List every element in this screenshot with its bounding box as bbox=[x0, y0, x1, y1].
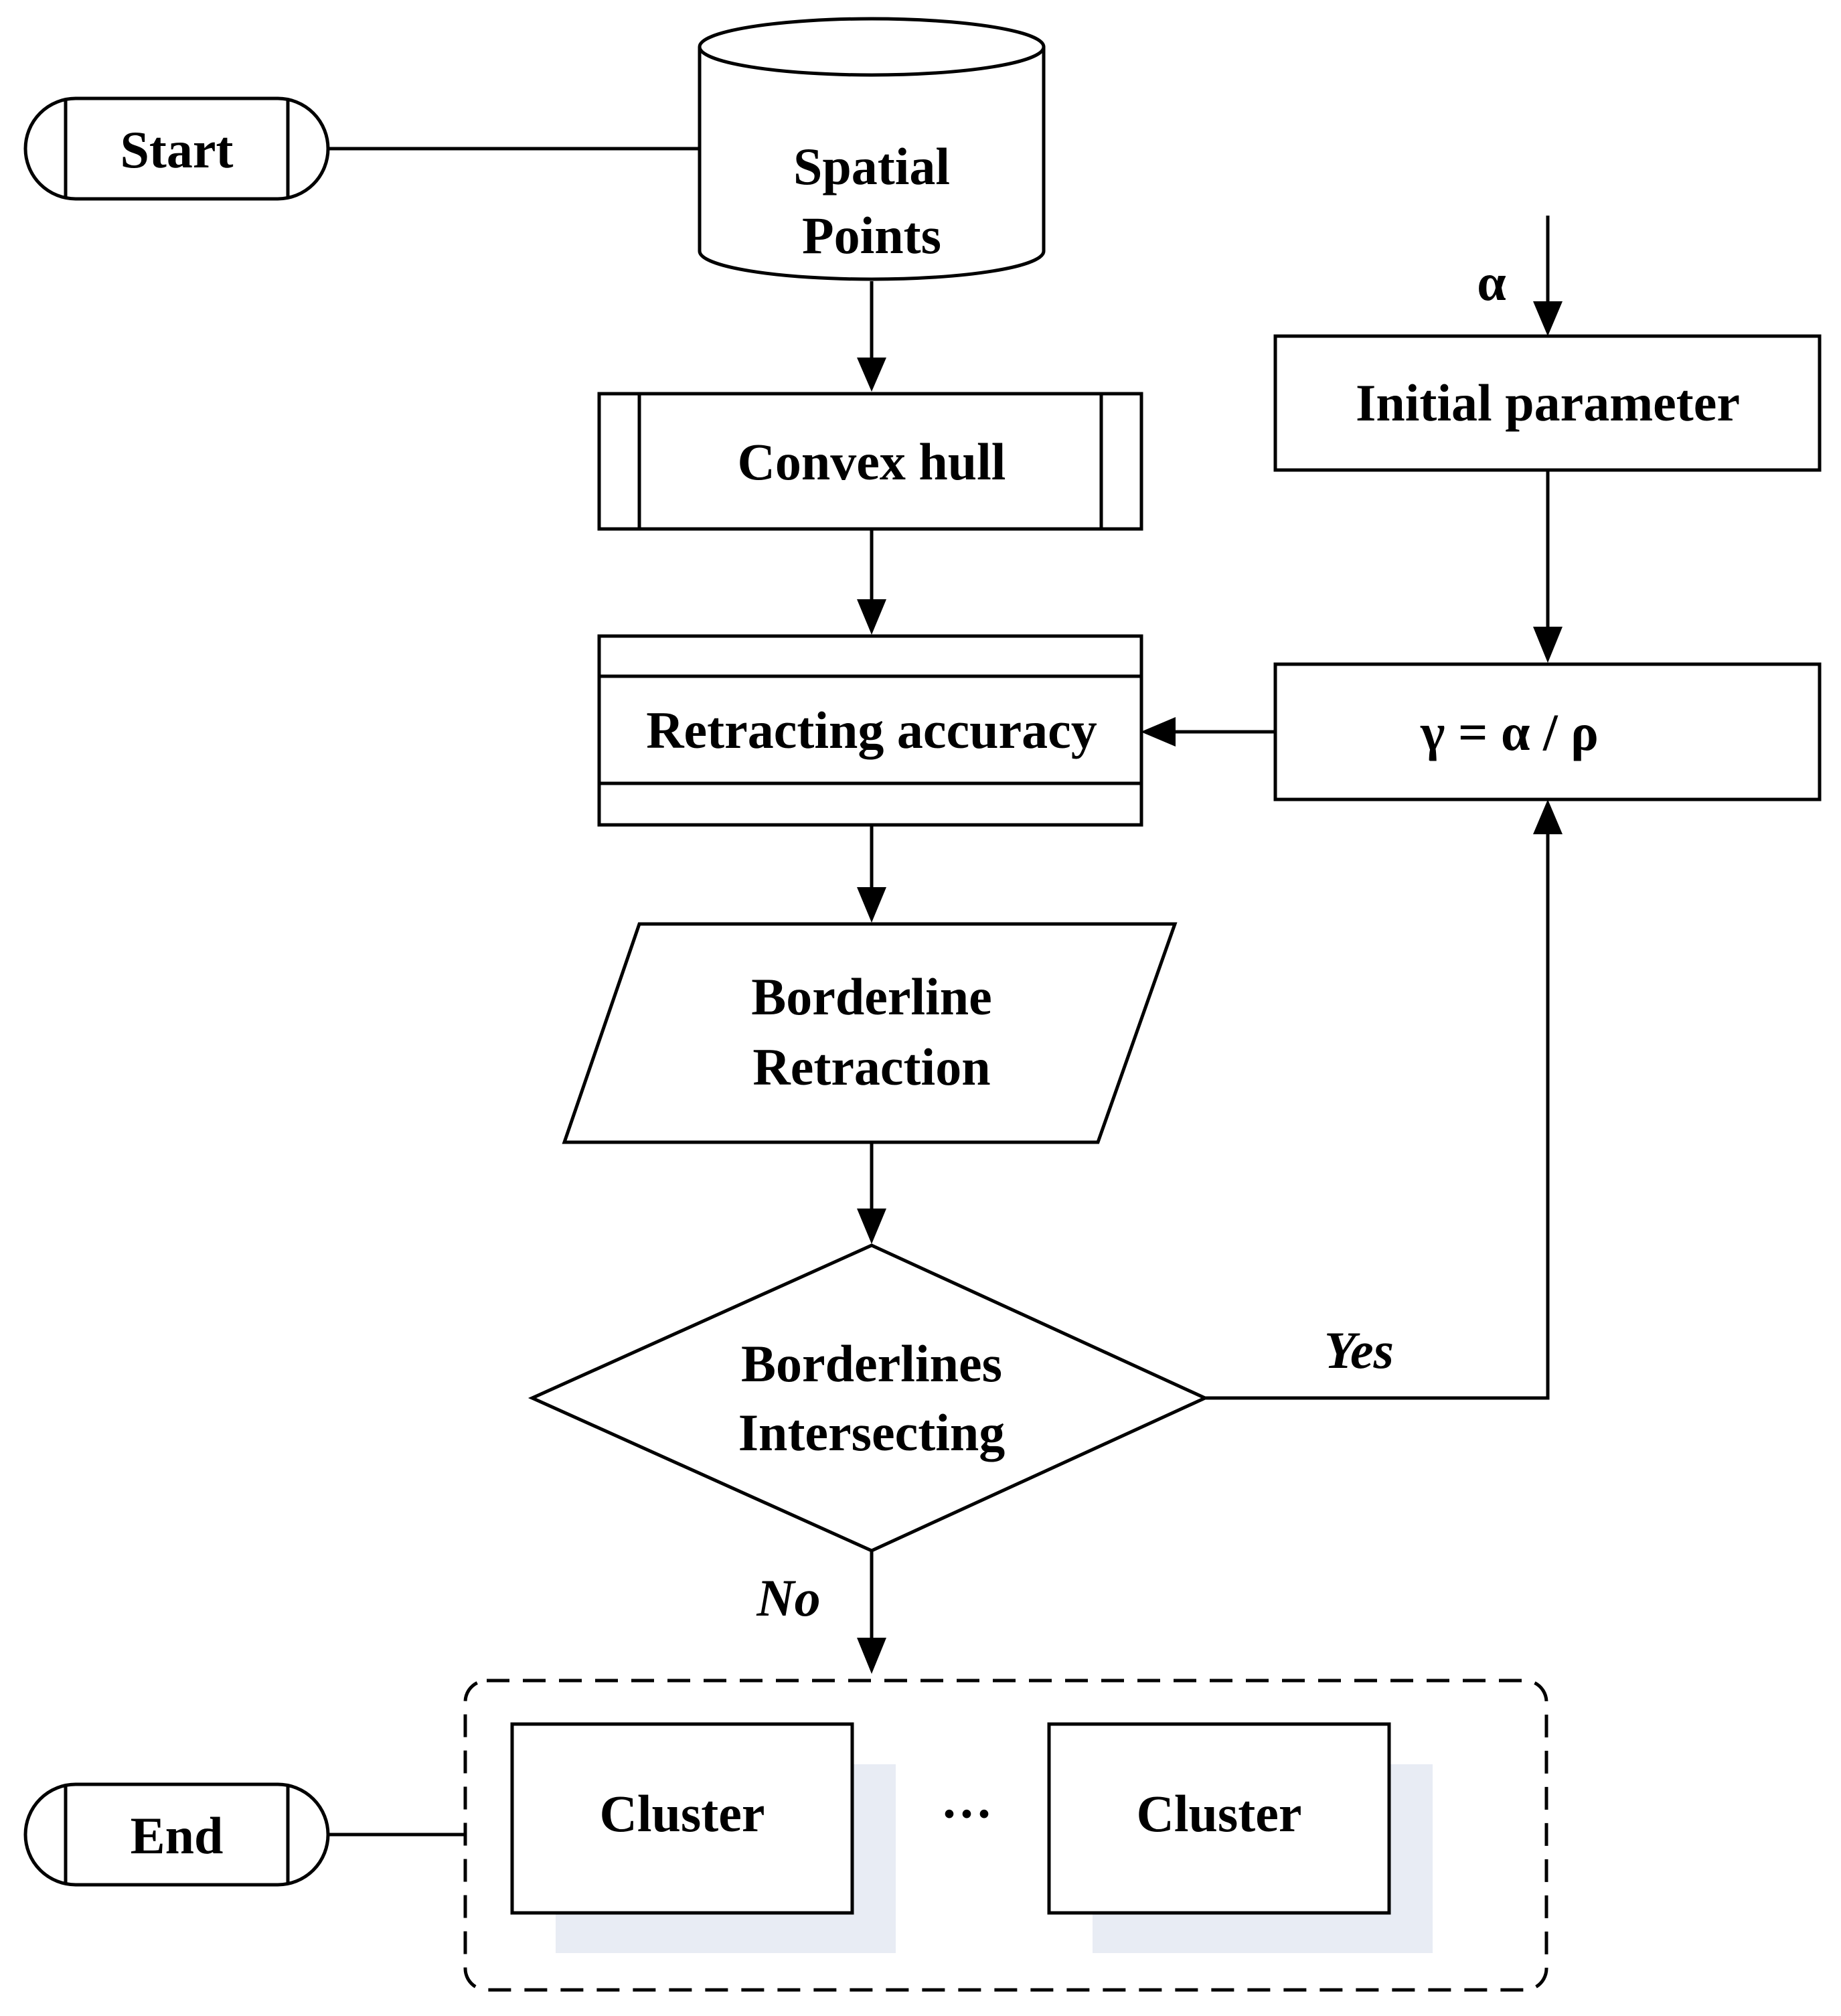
arrowhead-decision bbox=[857, 1209, 886, 1244]
arrowhead-convex-hull bbox=[857, 358, 886, 392]
decision-label-line-2: Intersecting bbox=[738, 1403, 1006, 1462]
borderline-retraction-label-line-1: Borderline bbox=[751, 967, 992, 1026]
cluster-box-1: Cluster bbox=[510, 1722, 896, 1953]
arrowhead-retracting-accuracy bbox=[857, 599, 886, 635]
spatial-points-label-line-2: Points bbox=[802, 206, 941, 264]
gamma-formula-box: γ = α / ρ bbox=[1273, 662, 1822, 801]
arrowhead-borderline-retraction bbox=[857, 887, 886, 923]
arrowhead-gamma bbox=[1533, 627, 1563, 663]
spatial-points-database: Spatial Points bbox=[698, 17, 1046, 281]
cluster-ellipsis: ··· bbox=[941, 1784, 993, 1843]
spatial-points-label-line-1: Spatial bbox=[793, 137, 950, 196]
borderline-retraction-io: Borderline Retraction bbox=[562, 922, 1178, 1144]
decision-label-line-1: Borderlines bbox=[741, 1334, 1002, 1393]
cluster-2-label: Cluster bbox=[1137, 1784, 1302, 1843]
no-label: No bbox=[756, 1569, 820, 1627]
end-label: End bbox=[131, 1806, 224, 1865]
alpha-input-label: α bbox=[1477, 253, 1506, 311]
start-label: Start bbox=[121, 121, 234, 179]
connector-decision-yes-loop bbox=[1205, 832, 1550, 1400]
arrowhead-alpha-input bbox=[1533, 301, 1563, 336]
convex-hull-process: Convex hull bbox=[597, 392, 1143, 531]
arrowhead-gamma-to-retracting bbox=[1141, 717, 1176, 747]
cluster-group: Cluster ··· Cluster bbox=[463, 1679, 1548, 1992]
convex-hull-label: Convex hull bbox=[738, 433, 1006, 491]
borderline-retraction-label-line-2: Retraction bbox=[752, 1038, 990, 1096]
start-terminal: Start bbox=[23, 96, 330, 201]
initial-parameter-label: Initial parameter bbox=[1356, 374, 1740, 432]
retracting-accuracy-label: Retracting accuracy bbox=[646, 701, 1097, 759]
initial-parameter-box: Initial parameter bbox=[1273, 334, 1822, 472]
retracting-accuracy-box: Retracting accuracy bbox=[597, 634, 1143, 827]
cluster-box-2: Cluster bbox=[1047, 1722, 1433, 1953]
arrowhead-yes-loop bbox=[1533, 799, 1563, 834]
cluster-1-label: Cluster bbox=[600, 1784, 765, 1843]
borderlines-intersecting-decision: Borderlines Intersecting bbox=[528, 1243, 1210, 1553]
end-terminal: End bbox=[23, 1782, 330, 1887]
gamma-formula-label: γ = α / ρ bbox=[1420, 703, 1599, 761]
yes-label: Yes bbox=[1324, 1321, 1394, 1379]
arrowhead-clusters bbox=[857, 1638, 886, 1674]
